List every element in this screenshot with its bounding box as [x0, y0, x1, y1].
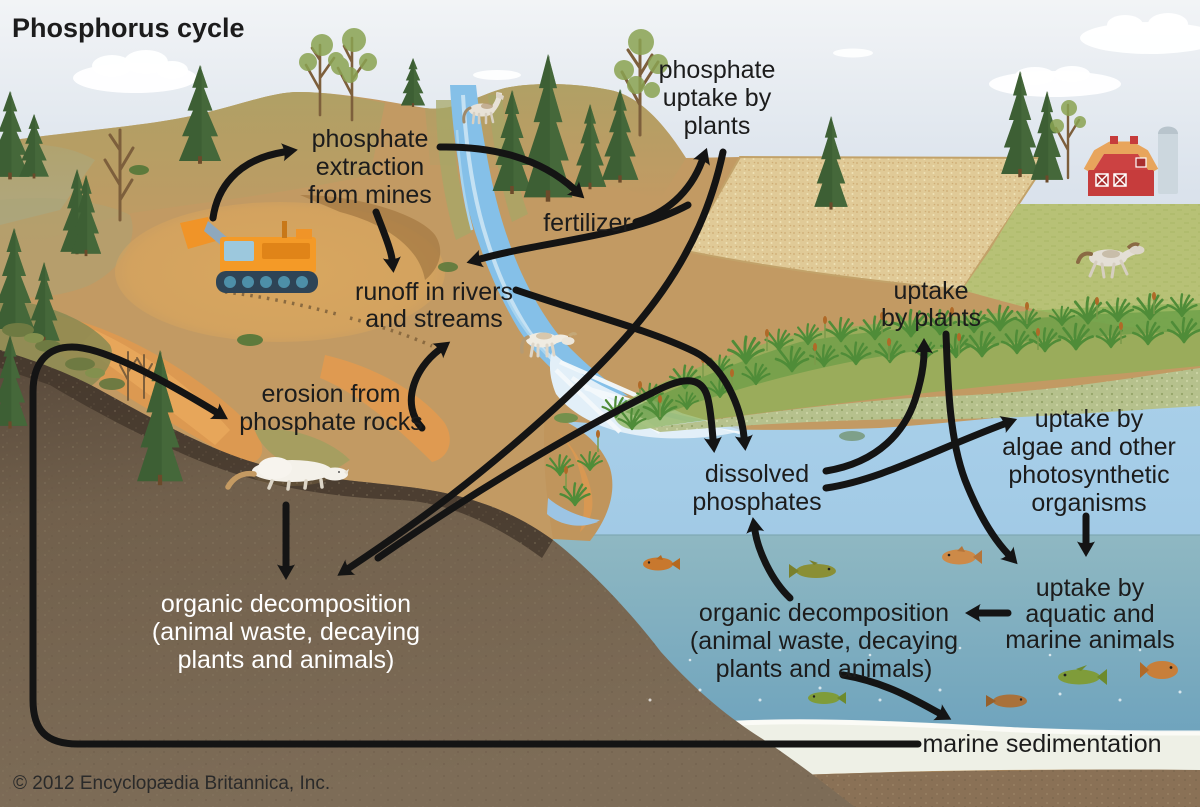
- svg-text:(animal waste, decaying: (animal waste, decaying: [690, 627, 958, 655]
- svg-text:(animal waste, decaying: (animal waste, decaying: [152, 618, 420, 646]
- svg-text:by plants: by plants: [881, 304, 981, 332]
- svg-text:plants and animals): plants and animals): [716, 655, 933, 683]
- svg-text:marine animals: marine animals: [1005, 626, 1175, 654]
- svg-text:fertilizer: fertilizer: [543, 209, 631, 237]
- svg-text:organic decomposition: organic decomposition: [161, 590, 411, 618]
- svg-text:Phosphorus cycle: Phosphorus cycle: [12, 13, 245, 43]
- svg-text:marine sedimentation: marine sedimentation: [922, 730, 1161, 758]
- svg-text:organic decomposition: organic decomposition: [699, 599, 949, 627]
- svg-text:and streams: and streams: [365, 305, 503, 333]
- svg-text:plants and animals): plants and animals): [178, 646, 395, 674]
- svg-text:dissolved: dissolved: [705, 460, 809, 488]
- svg-text:from mines: from mines: [308, 181, 432, 209]
- svg-text:algae and other: algae and other: [1002, 433, 1176, 461]
- svg-text:aquatic and: aquatic and: [1025, 600, 1154, 628]
- svg-text:phosphate: phosphate: [312, 125, 429, 153]
- svg-text:plants: plants: [684, 112, 751, 140]
- svg-text:phosphate rocks: phosphate rocks: [239, 408, 422, 436]
- svg-text:uptake by: uptake by: [1035, 405, 1144, 433]
- svg-text:© 2012 Encyclopædia Britannica: © 2012 Encyclopædia Britannica, Inc.: [13, 773, 330, 794]
- svg-text:erosion from: erosion from: [262, 380, 401, 408]
- svg-text:uptake by: uptake by: [1036, 574, 1145, 602]
- svg-text:uptake: uptake: [893, 277, 968, 305]
- svg-text:runoff in rivers: runoff in rivers: [355, 278, 513, 306]
- svg-text:extraction: extraction: [316, 153, 424, 181]
- svg-text:uptake by: uptake by: [663, 84, 772, 112]
- svg-text:phosphates: phosphates: [692, 488, 821, 516]
- svg-text:photosynthetic: photosynthetic: [1008, 461, 1169, 489]
- svg-text:phosphate: phosphate: [659, 56, 776, 84]
- svg-text:organisms: organisms: [1031, 489, 1146, 517]
